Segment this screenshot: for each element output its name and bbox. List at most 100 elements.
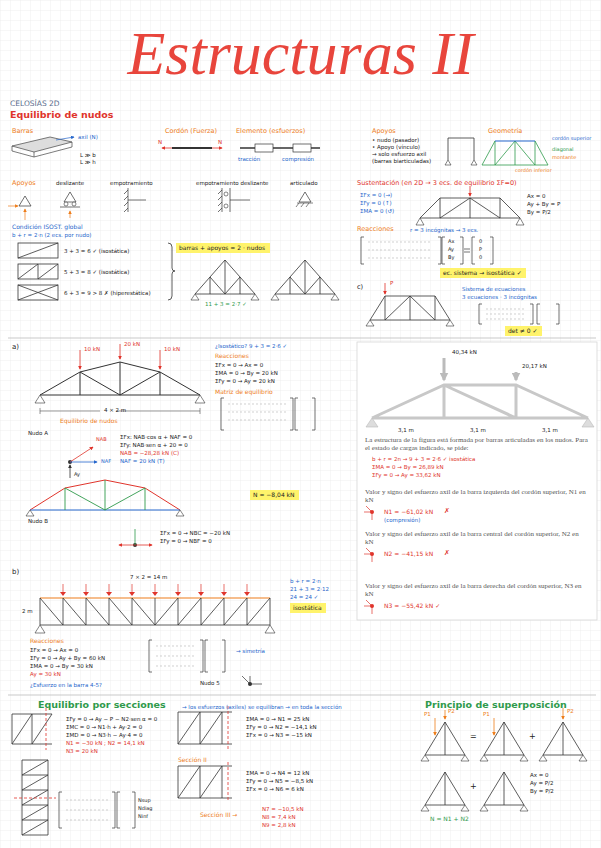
note-text: 6 + 3 = 9 > 8 ✗ (hiperestática) [64,290,151,296]
note-text: ΣFx = 0 → N3 = −15 kN [246,732,312,738]
problem-statement: La estructura de la figura está formada … [365,436,589,452]
note-text: Ay [448,247,454,253]
load-arrow [443,358,446,380]
section-heading: Apoyos [12,180,36,187]
note-text: r = 3 incógnitas → 3 ecs. [410,227,478,233]
truss-sketch [482,141,548,165]
section-heading: ✗ [444,507,450,515]
note-text: ΣFx = 0 → N6 = 6 kN [246,786,304,792]
panel-sketch [18,264,58,279]
beam-sketch [12,137,72,152]
note-text: 3 + 3 = 6 ✓ (isostática) [64,248,129,254]
note-text: Ninf [138,814,148,820]
highlight-box: barras + apoyos = 2 · nudos [176,243,270,253]
reaction-arrow [70,465,71,478]
support-symbol [35,395,205,403]
note-text: b + r = 2·n [290,578,321,584]
section-heading: CELOSÍAS 2D [10,100,60,109]
note-text: P2 [567,708,574,714]
fixed-support [124,188,146,212]
note-text: N8 = 7,4 kN [262,814,296,820]
note-text: b + r = 2·n (2 ecs. por nudo) [12,232,91,238]
note-text: diagonal [552,147,573,153]
truss-sketch [195,260,255,294]
joint-sketch [364,506,372,520]
note-text: articulado [290,180,318,186]
matrix-row [156,646,196,666]
note-text: cordón superior [552,136,591,142]
note-text: 7 × 2 = 14 m [130,574,167,580]
note-text: ΣFy = 0 → Ay − P − N2·sen α = 0 [66,716,157,722]
note-text: Nudo A [28,430,48,436]
note-text: montante [552,155,576,161]
note-text: ΣFy = 0 → N5 = −8,5 kN [246,778,313,784]
note-text: Matriz de equilibrio [215,389,273,396]
highlight-box: ec. sistema → isostática ✓ [440,268,526,278]
section-heading: c) [357,284,363,291]
note-text: N2 = −41,15 kN [384,551,433,558]
note-text: L ≫ h [80,159,96,165]
support-symbol [19,196,31,206]
truss-sketch [275,260,335,294]
matrix-row [66,800,108,820]
highlight-box: det ≠ 0 ✓ [505,326,542,336]
page-title: Estructuras II [127,22,473,84]
note-text: N9 = 2,8 kN [262,822,296,828]
note-text: ΣFx = 0 → Ax = 0 [215,362,263,368]
cut-line [228,706,229,750]
note-text: 20,17 kN [522,363,547,369]
truss-sketch [425,722,465,755]
note-text: → solo esfuerzo axil [372,151,426,157]
note-text: 2 m [22,608,33,614]
reaction-arrow [8,206,18,207]
note-text: empotramiento deslizante [196,180,269,186]
ground-hatch [296,203,313,207]
truss-sketch [420,198,520,218]
note-text: N [218,139,222,145]
ground-line [60,207,80,208]
truss-top-chord [30,480,180,510]
note-text: 4 × 2 m [104,407,126,413]
note-text: Equilibrio de nudos [60,418,118,425]
note-text: P [390,280,393,286]
note-text: ΣFy = 0 → NBF = 0 [160,538,212,544]
note-text: 40,34 kN [452,349,477,355]
note-text: Ay [74,472,80,478]
load-arrow [470,186,471,196]
joint-sketch [364,600,372,614]
note-text: ΣFx = 0 (→) [360,192,392,198]
reaction-arrow [70,211,71,218]
note-text: Condición ISOST. global [12,224,83,231]
roller-wheel [64,202,68,206]
note-text: (barras biarticuladas) [372,158,431,164]
roller-wheel [72,202,76,206]
note-text: Reacciones [215,353,249,360]
highlight-text: det ≠ 0 ✓ [508,327,539,334]
note-text: ΣMA = 0 → By = 30 kN [30,663,93,669]
section-heading: + [529,732,536,741]
arrow-head [60,592,250,596]
truss-web [65,480,145,510]
section-heading: Principio de superposición [425,700,567,711]
section-heading: Barras [12,128,33,135]
note-text: NAB [96,437,107,443]
note-text: ΣMD = 0 → N3·h − Ay·4 = 0 [66,732,143,738]
force-arrow [70,447,93,462]
highlight-text: isostática [293,604,323,611]
note-text: Ay = P/2 [530,780,553,786]
support-symbol [191,294,259,300]
note-text: ΣFx: NAB·cos α + NAF = 0 [120,434,192,440]
note-text: ΣFy = 0 → Ay = 20 kN [215,378,275,384]
support-symbol [445,160,477,165]
note-text: L ≫ b [80,152,96,158]
load-arrow [445,710,446,719]
force-arrow [119,545,135,546]
note-text: (compresión) [384,517,420,523]
matrix-row [486,309,526,319]
note-text: NAF = 20 kN (T) [120,458,165,464]
load-arrow [160,350,161,369]
note-text: 24 = 24 ✓ [290,594,318,600]
